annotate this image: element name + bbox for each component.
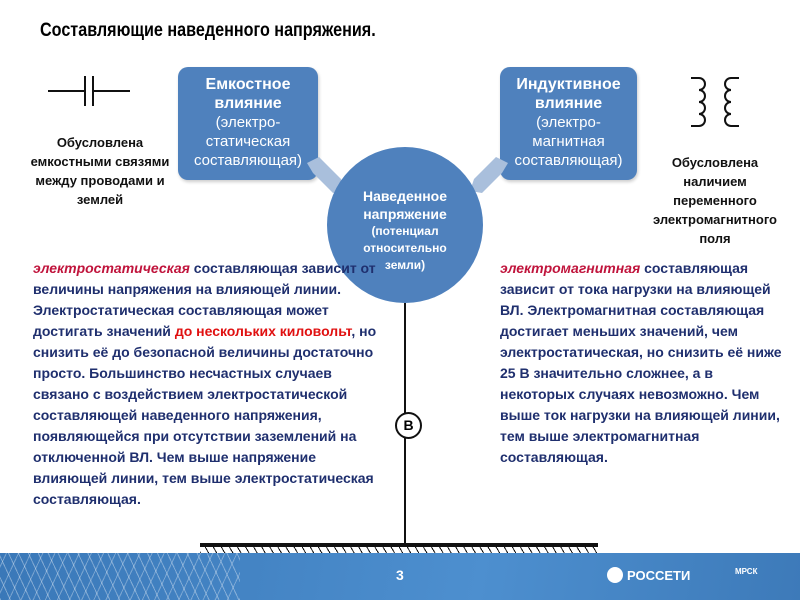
caption-line: Обусловлена	[671, 155, 759, 170]
box-sub: (электро-	[536, 114, 601, 131]
right-caption: Обусловлена наличием переменного электромаг…	[640, 153, 790, 248]
text: , но снизить её до безопасной величины д…	[33, 323, 377, 507]
ground-bar	[200, 543, 598, 547]
circle-sub: (потенциал	[371, 224, 439, 238]
box-sub: статическая	[205, 133, 291, 150]
box-title: влияние	[534, 95, 603, 112]
slide-title: Составляющие наведенного напряжения.	[40, 20, 376, 41]
inductive-influence-box: Индуктивное влияние (электро-магнитная сос…	[500, 67, 637, 180]
circle-title: Наведенное	[362, 188, 448, 204]
mrsk-logo: МРСК	[735, 567, 758, 576]
arrow-right-icon	[470, 157, 508, 193]
circle-sub: земли)	[384, 258, 426, 272]
circle-title: напряжение	[363, 206, 447, 222]
text: составляющая зависит от тока нагрузки на…	[500, 260, 782, 465]
caption-line: переменного	[673, 193, 757, 208]
rosseti-logo: РОССЕТИ	[607, 567, 690, 583]
logo-text: РОССЕТИ	[627, 567, 691, 583]
page-number: 3	[396, 567, 404, 583]
term-highlight: электростатическая	[33, 260, 190, 276]
caption-line: поля	[699, 231, 731, 246]
rosseti-logo-icon	[607, 567, 623, 583]
left-caption: Обусловлена емкостными связями между прово…	[20, 133, 180, 209]
text: составляющая зависит от величины напряже…	[33, 260, 376, 339]
box-title: Емкостное	[205, 76, 291, 93]
circle-sub: относительно	[363, 241, 447, 255]
node-b-label: В	[395, 412, 422, 439]
box-title: Индуктивное	[516, 76, 621, 93]
caption-line: электромагнитного	[652, 212, 778, 227]
caption-line: емкостными связями	[30, 154, 170, 169]
box-sub: (электро-	[215, 114, 281, 131]
capacitor-icon	[48, 76, 130, 106]
induced-voltage-circle: Наведенное напряжение (потенциал относител…	[327, 147, 483, 303]
caption-line: Обусловлена	[56, 135, 144, 150]
electromagnetic-paragraph: электромагнитная составляющая зависит от…	[500, 258, 785, 468]
ground-hatch	[200, 547, 598, 553]
capacitive-influence-box: Емкостное влияние (электро-статическая сос…	[178, 67, 318, 180]
box-sub: составляющая)	[193, 152, 303, 169]
tower-graphic	[0, 553, 240, 600]
caption-line: наличием	[683, 174, 747, 189]
arrow-left-icon	[307, 157, 345, 193]
box-sub: составляющая)	[514, 152, 623, 169]
caption-line: между проводами и	[35, 173, 165, 188]
transformer-icon	[691, 77, 739, 127]
value-highlight: до нескольких киловольт	[174, 323, 352, 339]
term-highlight: электромагнитная	[500, 260, 641, 276]
footer: 3 РОССЕТИ МРСК	[0, 553, 800, 600]
box-title: влияние	[214, 95, 282, 112]
caption-line: землей	[76, 192, 124, 207]
electrostatic-paragraph: электростатическая составляющая зависит …	[33, 258, 378, 510]
box-sub: магнитная	[532, 133, 605, 150]
